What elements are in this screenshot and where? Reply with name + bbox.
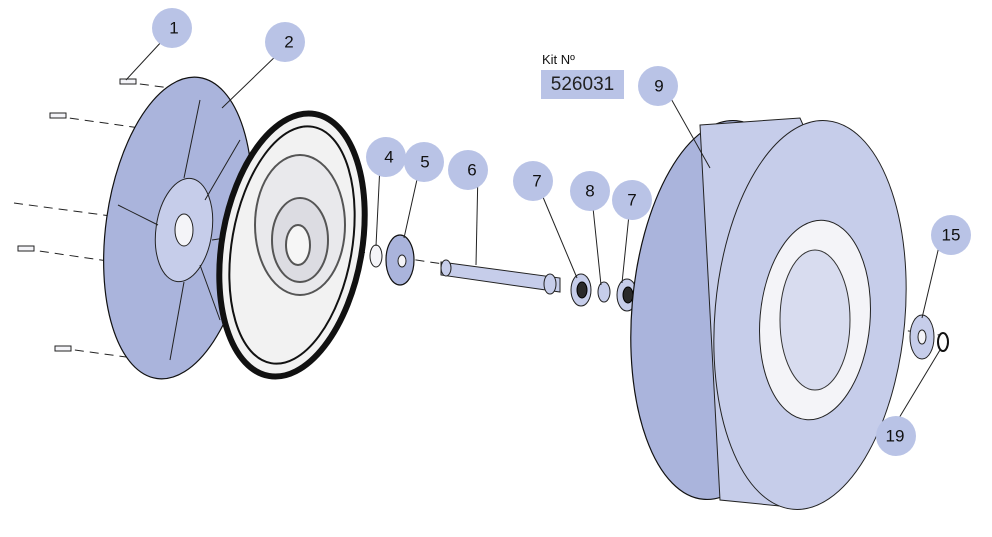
kit-label: Kit Nº [542, 52, 575, 67]
kit-number-box: 526031 [541, 70, 624, 99]
callout-7-left: 7 [513, 161, 553, 201]
callout-2: 2 [265, 22, 305, 62]
callout-7-left-label: 7 [532, 172, 541, 191]
callout-8: 8 [570, 171, 610, 211]
callout-5: 5 [404, 142, 444, 182]
callout-1: 1 [152, 8, 192, 48]
callout-6: 6 [448, 150, 488, 190]
callout-7-right: 7 [612, 180, 652, 220]
ring [597, 281, 611, 303]
reel-drum [630, 117, 907, 510]
callout-15-label: 15 [942, 226, 961, 245]
callout-2-label: 2 [284, 33, 293, 52]
callout-5-label: 5 [420, 153, 429, 172]
bearing-left [570, 273, 592, 307]
callout-9-label: 9 [654, 77, 663, 96]
spiral-spring [216, 110, 368, 380]
callout-6-label: 6 [467, 161, 476, 180]
washer-15 [909, 314, 935, 360]
screws [17, 78, 137, 352]
callout-8-label: 8 [585, 182, 594, 201]
callout-19-label: 19 [886, 427, 905, 446]
washer-5 [385, 234, 415, 286]
callout-4: 4 [366, 137, 406, 177]
washer-4 [369, 244, 383, 268]
callout-9: 9 [638, 66, 678, 106]
leader-lines [125, 39, 942, 429]
callout-19: 19 [876, 416, 916, 456]
clip-19 [937, 332, 949, 352]
callout-1-label: 1 [169, 19, 178, 38]
callout-15: 15 [931, 215, 971, 255]
shaft [440, 259, 561, 295]
callout-4-label: 4 [384, 148, 393, 167]
cover-plate [103, 76, 253, 380]
callout-7-right-label: 7 [627, 191, 636, 210]
